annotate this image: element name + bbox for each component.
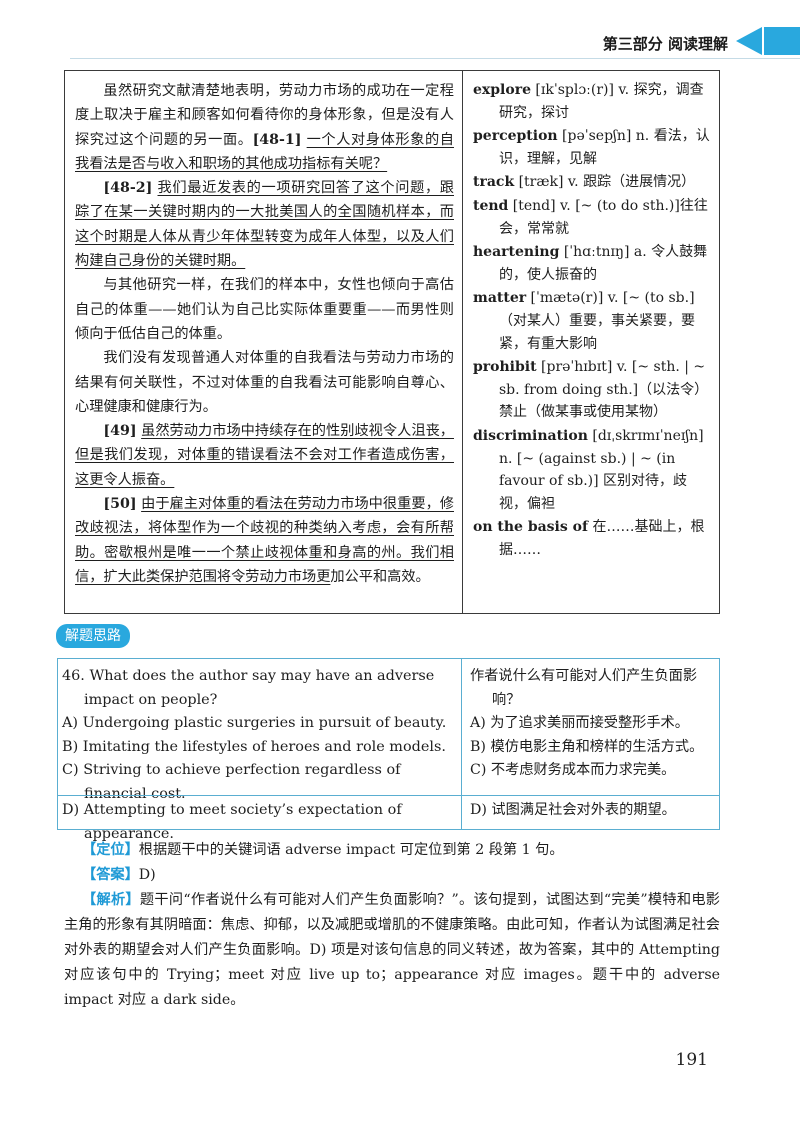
translation-paragraph: [48-2] 我们最近发表的一项研究回答了这个问题，跟踪了在某一关键时期内的一大… <box>75 180 454 270</box>
question-stem: 46. What does the author say may have an… <box>62 668 435 708</box>
header-arrow-icon <box>736 27 762 55</box>
translation-paragraph: [49] 虽然劳动力市场中持续存在的性别歧视令人沮丧，但是我们发现，对体重的错误… <box>75 423 454 488</box>
vocabulary-column: explore [ɪkˈsplɔː(r)] v. 探究，调查研究，探讨 perc… <box>463 71 719 562</box>
option-c-zh: C) 不考虑财务成本而力求完美。 <box>470 762 676 778</box>
reading-table: 虽然研究文献清楚地表明，劳动力市场的成功在一定程度上取决于雇主和顾客如何看待你的… <box>64 70 720 614</box>
explanation-paragraph: 【解析】题干问“作者说什么有可能对人们产生负面影响？”。该句提到，试图达到“完美… <box>64 892 720 1008</box>
option-d: D) Attempting to meet society’s expectat… <box>62 802 402 842</box>
vocab-entry: discrimination [dɪˌskrɪmɪˈneɪʃn] n. [~ (… <box>473 427 704 512</box>
option-b: B) Imitating the lifestyles of heroes an… <box>62 738 446 755</box>
locate-line: 【定位】根据题干中的关键词语 adverse impact 可定位到第 2 段第… <box>82 842 564 858</box>
translation-column: 虽然研究文献清楚地表明，劳动力市场的成功在一定程度上取决于雇主和顾客如何看待你的… <box>65 71 463 613</box>
option-a-zh: A) 为了追求美丽而接受整形手术。 <box>470 715 689 731</box>
translation-paragraph: 虽然研究文献清楚地表明，劳动力市场的成功在一定程度上取决于雇主和顾客如何看待你的… <box>75 83 454 172</box>
translation-paragraph: 与其他研究一样，在我们的样本中，女性也倾向于高估自己的体重——她们认为自己比实际… <box>75 277 454 342</box>
option-a: A) Undergoing plastic surgeries in pursu… <box>62 715 447 731</box>
translation-paragraph: [50] 由于雇主对体重的看法在劳动力市场中很重要，修改歧视法，将体型作为一个歧… <box>75 496 454 585</box>
question-table: 46. What does the author say may have an… <box>57 658 720 842</box>
vocab-entry: track [træk] v. 跟踪（进展情况） <box>473 174 696 191</box>
solution-approach-badge: 解题思路 <box>56 624 130 648</box>
question-english: 46. What does the author say may have an… <box>58 659 462 842</box>
option-c: C) Striving to achieve perfection regard… <box>62 762 401 802</box>
option-divider <box>58 795 719 796</box>
page-number: 191 <box>675 1050 708 1070</box>
header-divider <box>70 58 800 59</box>
analysis-section: 【定位】根据题干中的关键词语 adverse impact 可定位到第 2 段第… <box>64 838 720 1013</box>
vocab-entry: matter [ˈmætə(r)] v. [~ (to sb.]（对某人）重要，… <box>473 290 695 352</box>
answer-line: 【答案】D) <box>82 867 156 883</box>
option-d-zh: D) 试图满足社会对外表的期望。 <box>470 802 676 818</box>
section-title: 第三部分 阅读理解 <box>602 35 728 53</box>
vocab-entry: heartening [ˈhɑːtnɪŋ] a. 令人鼓舞的，使人振奋的 <box>473 244 708 283</box>
option-b-zh: B) 模仿电影主角和榜样的生活方式。 <box>470 738 704 755</box>
vocab-entry: tend [tend] v. [~ (to do sth.)]往往会，常常就 <box>473 197 708 237</box>
vocab-entry: explore [ɪkˈsplɔː(r)] v. 探究，调查研究，探讨 <box>473 82 704 121</box>
header-accent-bar <box>764 27 800 55</box>
question-chinese: 作者说什么有可能对人们产生负面影响？ A) 为了追求美丽而接受整形手术。 B) … <box>462 659 719 818</box>
translation-paragraph: 我们没有发现普通人对体重的自我看法与劳动力市场的结果有何关联性，不过对体重的自我… <box>75 350 454 415</box>
vocab-entry: perception [pəˈsepʃn] n. 看法，认识，理解，见解 <box>473 128 710 167</box>
vocab-entry: on the basis of 在……基础上，根据…… <box>473 519 705 558</box>
question-stem-zh: 作者说什么有可能对人们产生负面影响？ <box>470 668 698 708</box>
vocab-entry: prohibit [prəˈhɪbɪt] v. [~ sth. | ~ sb. … <box>473 359 709 421</box>
